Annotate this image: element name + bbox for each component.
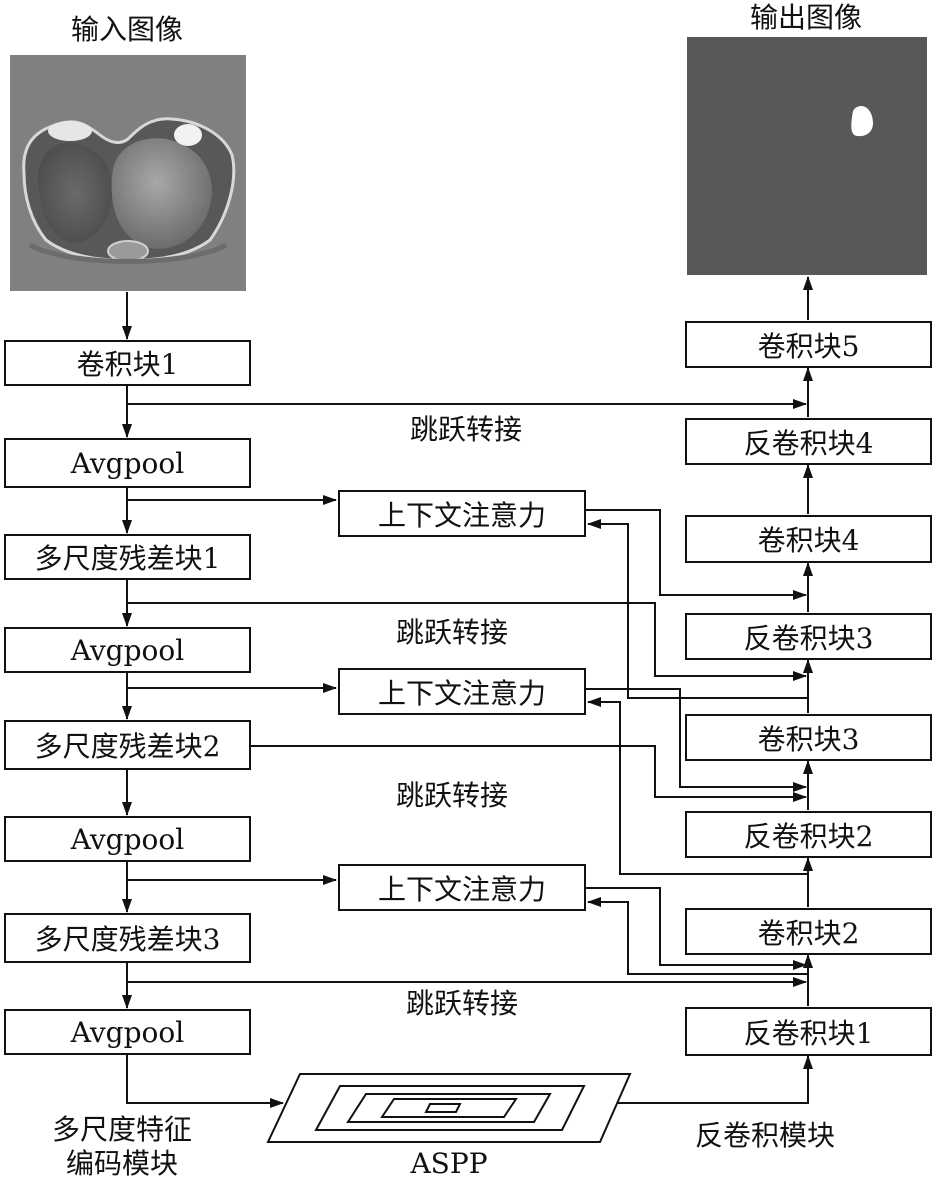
decoder-conv-block-4: 卷积块4 <box>685 515 932 563</box>
decoder-conv-block-3: 卷积块3 <box>685 714 932 761</box>
skip-connection-label-3: 跳跃转接 <box>395 779 509 812</box>
encoder-module-label-line1: 多尺度特征 <box>51 1113 193 1146</box>
aspp-label: ASPP <box>410 1147 488 1180</box>
input-image-title: 输入图像 <box>70 13 184 46</box>
aspp-symbol <box>266 1073 632 1143</box>
output-image-title: 输出图像 <box>749 1 863 34</box>
context-attention-block-1: 上下文注意力 <box>338 490 586 537</box>
encoder-avgpool-4: Avgpool <box>4 1009 251 1055</box>
encoder-module-label-line2: 编码模块 <box>65 1147 179 1180</box>
encoder-conv-block-1: 卷积块1 <box>4 340 251 386</box>
decoder-conv-block-5: 卷积块5 <box>685 321 932 368</box>
tumor-mask <box>851 105 873 137</box>
decoder-deconv-block-2: 反卷积块2 <box>685 811 932 858</box>
decoder-deconv-block-1: 反卷积块1 <box>685 1007 932 1056</box>
decoder-module-label: 反卷积模块 <box>694 1119 836 1152</box>
skip-connection-label-2: 跳跃转接 <box>395 616 509 649</box>
output-mask-image <box>687 37 927 275</box>
decoder-deconv-block-3: 反卷积块3 <box>685 613 932 660</box>
decoder-conv-block-2: 卷积块2 <box>685 908 932 955</box>
context-attention-block-3: 上下文注意力 <box>338 864 586 911</box>
input-mri-drawing <box>10 55 246 291</box>
decoder-deconv-block-4: 反卷积块4 <box>685 418 932 465</box>
encoder-avgpool-2: Avgpool <box>4 627 251 673</box>
encoder-multiscale-residual-block-2: 多尺度残差块2 <box>4 720 251 770</box>
skip-connection-label-1: 跳跃转接 <box>409 413 523 446</box>
context-attention-block-2: 上下文注意力 <box>338 668 586 715</box>
skip-connection-label-4: 跳跃转接 <box>405 987 519 1020</box>
encoder-avgpool-3: Avgpool <box>4 816 251 862</box>
output-mask-drawing <box>851 105 873 137</box>
encoder-multiscale-residual-block-1: 多尺度残差块1 <box>4 534 251 580</box>
encoder-avgpool-1: Avgpool <box>4 438 251 488</box>
input-mri-image <box>10 55 246 291</box>
encoder-multiscale-residual-block-3: 多尺度残差块3 <box>4 913 251 963</box>
